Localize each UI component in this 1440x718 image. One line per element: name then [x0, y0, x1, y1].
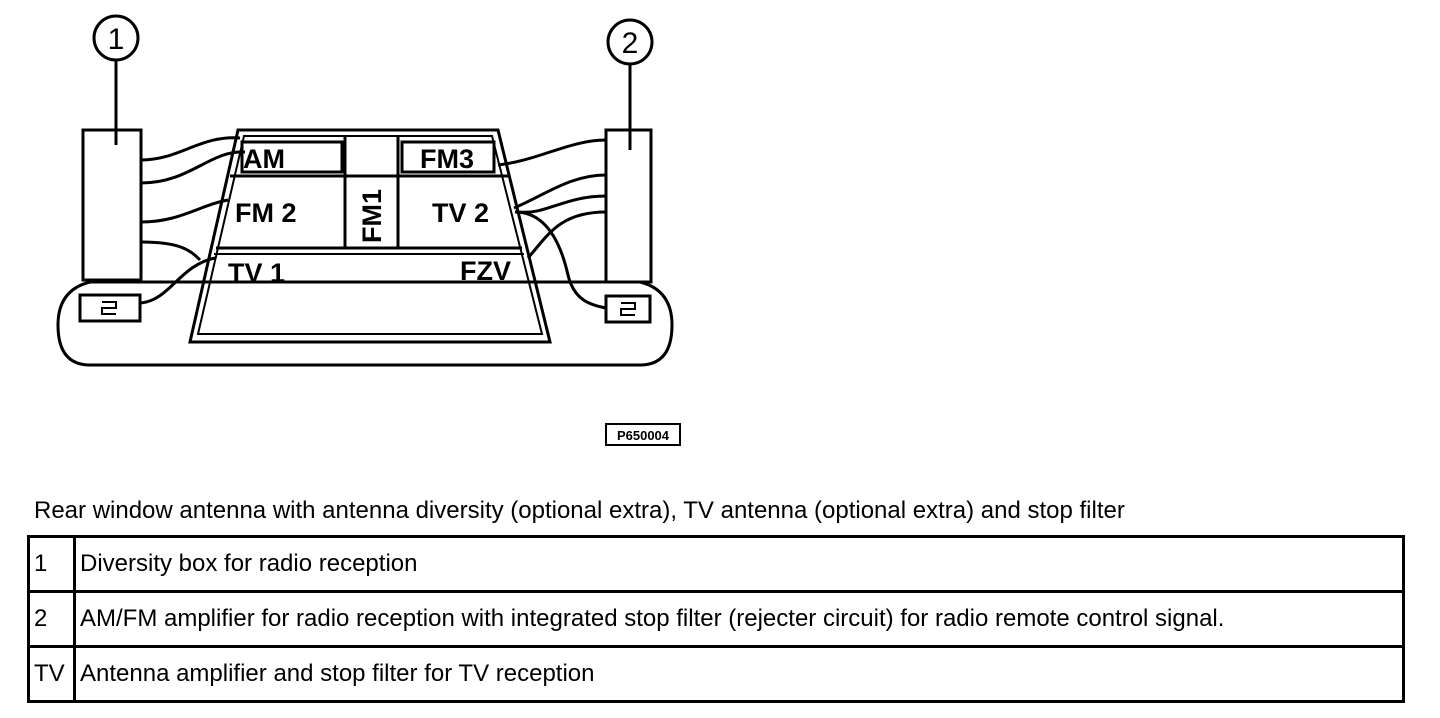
callout-number-1: 1 [108, 23, 125, 56]
label-tv2: TV 2 [432, 198, 489, 228]
legend-text: Diversity box for radio reception [73, 535, 1405, 593]
legend-table: 1 Diversity box for radio reception 2 AM… [27, 535, 1405, 703]
label-fm1: FM1 [357, 189, 387, 243]
antenna-diagram: AM FM3 FM 2 TV 2 FM1 TV 1 FZV 1 2 P65000… [56, 14, 681, 446]
shelf-outline [56, 280, 674, 367]
label-fm3: FM3 [420, 144, 474, 174]
table-row: TV Antenna amplifier and stop filter for… [27, 645, 1405, 703]
rear-window-frame [188, 128, 552, 344]
label-fzv: FZV [460, 256, 511, 286]
am-box [240, 140, 344, 174]
fm3-box [400, 140, 496, 174]
legend-key: 2 [27, 590, 76, 648]
table-row: 2 AM/FM amplifier for radio reception wi… [27, 590, 1405, 648]
label-am: AM [243, 144, 285, 174]
figure-code: P650004 [617, 428, 670, 443]
legend-key: TV [27, 645, 76, 703]
rear-window-inner [196, 135, 544, 335]
amplifier-box [604, 128, 653, 284]
label-fm2: FM 2 [235, 198, 297, 228]
diversity-box [81, 128, 143, 282]
label-tv1: TV 1 [228, 258, 285, 288]
table-row: 1 Diversity box for radio reception [27, 535, 1405, 593]
figure-code-box [605, 423, 681, 446]
legend-key: 1 [27, 535, 76, 593]
callout-number-2: 2 [622, 27, 639, 60]
legend-text: Antenna amplifier and stop filter for TV… [73, 645, 1405, 703]
figure-caption: Rear window antenna with antenna diversi… [34, 497, 1125, 524]
legend-text: AM/FM amplifier for radio reception with… [73, 590, 1405, 648]
